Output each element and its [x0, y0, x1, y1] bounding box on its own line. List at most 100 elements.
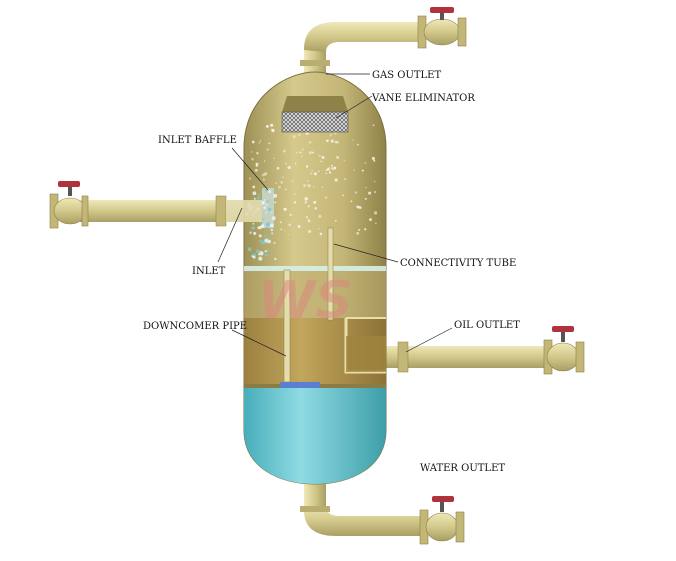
gas-bubble: [307, 205, 310, 208]
water-outlet-valve[interactable]: [419, 496, 465, 545]
gas-bubble: [278, 185, 281, 189]
downcomer-pipe: [283, 269, 291, 383]
gas-bubble: [305, 165, 309, 168]
gas-bubble: [361, 169, 364, 172]
spray-droplet: [258, 256, 263, 261]
gas-bubble: [364, 197, 367, 200]
gas-bubble: [365, 186, 367, 189]
spray-droplet: [271, 216, 276, 221]
gas-bubble: [249, 231, 252, 234]
vane-eliminator: [281, 96, 349, 133]
spray-droplet: [252, 191, 257, 196]
gas-bubble: [271, 232, 274, 235]
gas-bubble: [251, 157, 254, 161]
gas-bubble: [342, 194, 345, 197]
inlet-valve[interactable]: [49, 181, 89, 229]
gas-bubble: [258, 142, 260, 144]
gas-bubble: [336, 156, 340, 159]
oil-outlet-valve[interactable]: [543, 326, 585, 375]
gas-bubble: [264, 172, 268, 176]
spray-droplet: [269, 223, 274, 228]
gas-bubble: [304, 200, 308, 204]
spray-droplet: [264, 254, 267, 257]
gas-bubble: [313, 172, 317, 176]
spray-droplet: [247, 247, 252, 252]
gas-bubble: [254, 168, 258, 172]
gas-bubble: [320, 160, 322, 163]
spray-droplet: [264, 234, 267, 237]
gas-bubble: [284, 162, 287, 165]
spray-droplet: [259, 239, 262, 242]
gas-bubble: [369, 218, 372, 222]
gas-bubble: [307, 184, 311, 188]
gas-bubble: [256, 152, 259, 155]
gas-bubble: [261, 173, 265, 177]
gas-bubble: [319, 232, 323, 236]
gas-bubble: [280, 181, 283, 184]
gas-bubble: [373, 159, 376, 162]
gas-bubble: [305, 131, 309, 135]
gas-bubble: [293, 201, 297, 204]
vessel: [226, 71, 387, 485]
gas-bubble: [295, 151, 298, 154]
spray-droplet: [270, 228, 274, 232]
gas-bubble: [255, 162, 258, 165]
gas-bubble: [357, 205, 360, 209]
spray-droplet: [266, 249, 269, 253]
gas-bubble: [306, 180, 309, 182]
gas-bubble: [371, 156, 375, 160]
gas-bubble: [314, 207, 317, 210]
gas-bubble: [287, 165, 291, 170]
gas-bubble: [328, 171, 332, 174]
spray-droplet: [267, 207, 272, 212]
gas-bubble: [280, 228, 283, 231]
gas-bubble: [289, 213, 292, 217]
gas-bubble: [265, 124, 269, 128]
gas-bubble: [305, 216, 309, 219]
spray-droplet: [264, 238, 269, 243]
gas-bubble: [317, 170, 320, 173]
spray-droplet: [263, 199, 266, 201]
gas-bubble: [325, 196, 328, 199]
spray-droplet: [257, 193, 260, 196]
gas-bubble: [270, 123, 274, 127]
label-inlet: INLET: [192, 266, 226, 277]
gas-bubble: [275, 182, 277, 184]
inlet-baffle: [262, 188, 274, 228]
gas-bubble: [329, 135, 332, 137]
spray-droplet: [257, 226, 260, 230]
gas-bubble: [373, 211, 378, 215]
gas-bubble: [309, 141, 312, 144]
gas-bubble: [263, 160, 266, 162]
gas-bubble: [308, 229, 312, 233]
gas-bubble: [333, 166, 337, 170]
water-layer: [244, 386, 386, 484]
spray-droplet: [256, 249, 260, 254]
gas-bubble: [298, 133, 301, 137]
gas-bubble: [250, 151, 253, 153]
spray-droplet: [261, 200, 265, 205]
spray-droplet: [260, 224, 265, 228]
spray-droplet: [270, 231, 272, 233]
gas-bubble: [334, 219, 337, 222]
gas-outlet-valve[interactable]: [417, 7, 467, 49]
spray-droplet: [256, 196, 261, 200]
spray-droplet: [267, 254, 269, 257]
inlet-pipe: [80, 195, 250, 227]
spray-droplet: [274, 189, 277, 192]
spray-droplet: [253, 231, 257, 235]
leader-lines: [217, 73, 453, 357]
label-gas-outlet: GAS OUTLET: [372, 70, 441, 81]
spray-droplet: [252, 222, 255, 225]
spray-droplet: [261, 240, 266, 245]
gas-bubble: [353, 169, 355, 171]
gas-bubble: [304, 197, 308, 201]
gas-bubble: [307, 218, 310, 222]
gas-bubble: [268, 142, 271, 145]
gas-bubble: [279, 221, 283, 224]
gas-bubble: [282, 149, 286, 153]
spray-droplet: [267, 200, 269, 203]
gas-bubble: [252, 185, 256, 189]
gas-bubble: [354, 191, 358, 194]
